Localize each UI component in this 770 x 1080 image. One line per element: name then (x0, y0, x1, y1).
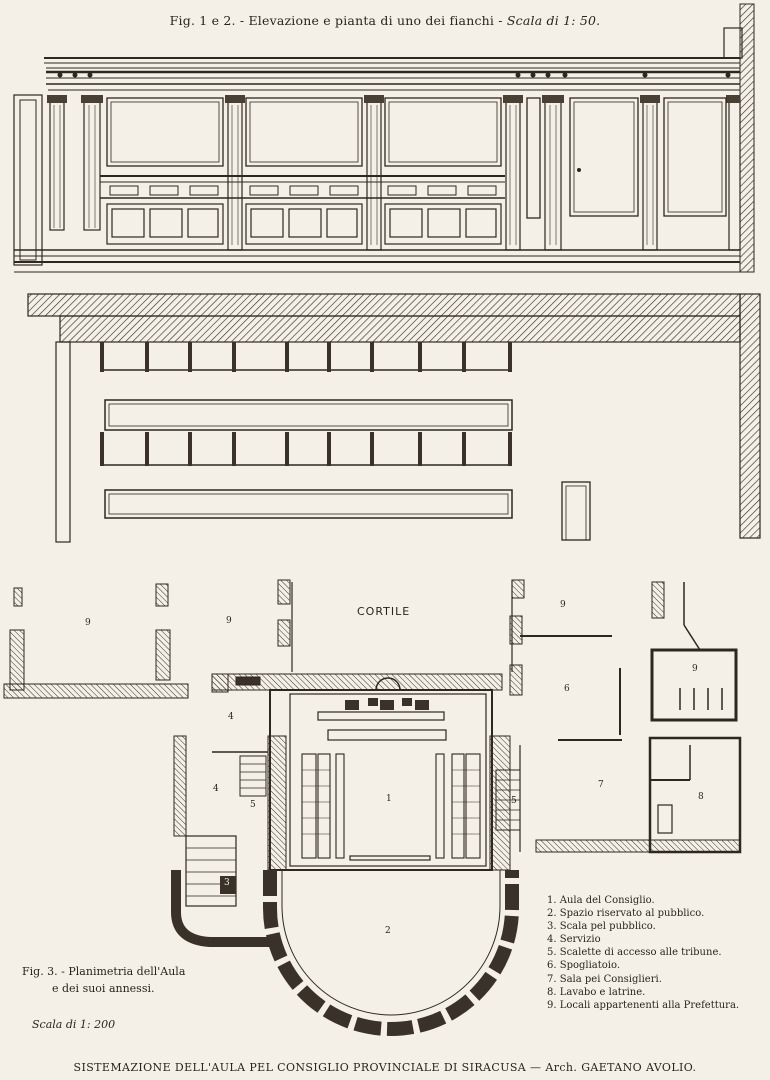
room-number: 1 (386, 794, 392, 804)
floor-plan-drawing (3, 579, 742, 1036)
figure-title-text: Fig. 1 e 2. - Elevazione e pianta di uno… (169, 13, 507, 28)
legend-item: 7. Sala pei Consiglieri. (547, 973, 662, 985)
room-number: 4 (228, 712, 234, 722)
legend-item: 4. Servizio (547, 934, 601, 946)
room-number: 5 (250, 800, 256, 810)
fig3-caption: Fig. 3. - Planimetria dell'Aula e dei su… (22, 963, 185, 997)
legend-item: 6. Spogliatoio. (547, 960, 621, 972)
room-number: 9 (226, 616, 232, 626)
room-number: 8 (698, 792, 704, 802)
page-title: SISTEMAZIONE DELL'AULA PEL CONSIGLIO PRO… (73, 1061, 697, 1074)
room-number: 9 (560, 600, 566, 610)
fig3-caption-line: Fig. 3. - Planimetria dell'Aula (22, 965, 186, 978)
fig3-scale: Scala di 1: 200 (32, 1018, 116, 1031)
legend-item: 2. Spazio riservato al pubblico. (547, 908, 705, 920)
figure-scale: Scala di 1: 50. (506, 13, 601, 28)
room-number: 6 (564, 684, 570, 694)
cortile-label: CORTILE (357, 605, 411, 618)
room-number: 9 (692, 664, 698, 674)
room-number: 5 (511, 796, 517, 806)
figure-title: Fig. 1 e 2. - Elevazione e pianta di uno… (0, 13, 770, 28)
room-number: 7 (598, 780, 604, 790)
fig3-caption-line: e dei suoi annessi. (52, 982, 155, 995)
legend-item: 8. Lavabo e latrine. (547, 986, 646, 998)
legend-item: 5. Scalette di accesso alle tribune. (547, 947, 722, 959)
room-number: 4 (213, 784, 219, 794)
side-plan-drawing (27, 293, 761, 543)
legend: 1. Aula del Consiglio. 2. Spazio riserva… (547, 894, 739, 1012)
elevation-drawing (13, 3, 755, 273)
room-number: 3 (224, 878, 230, 888)
room-number: 2 (385, 926, 391, 936)
legend-item: 9. Locali appartenenti alla Prefettura. (547, 999, 740, 1011)
room-number: 9 (85, 618, 91, 628)
legend-item: 1. Aula del Consiglio. (547, 895, 655, 906)
legend-item: 3. Scala pel pubblico. (547, 921, 656, 933)
